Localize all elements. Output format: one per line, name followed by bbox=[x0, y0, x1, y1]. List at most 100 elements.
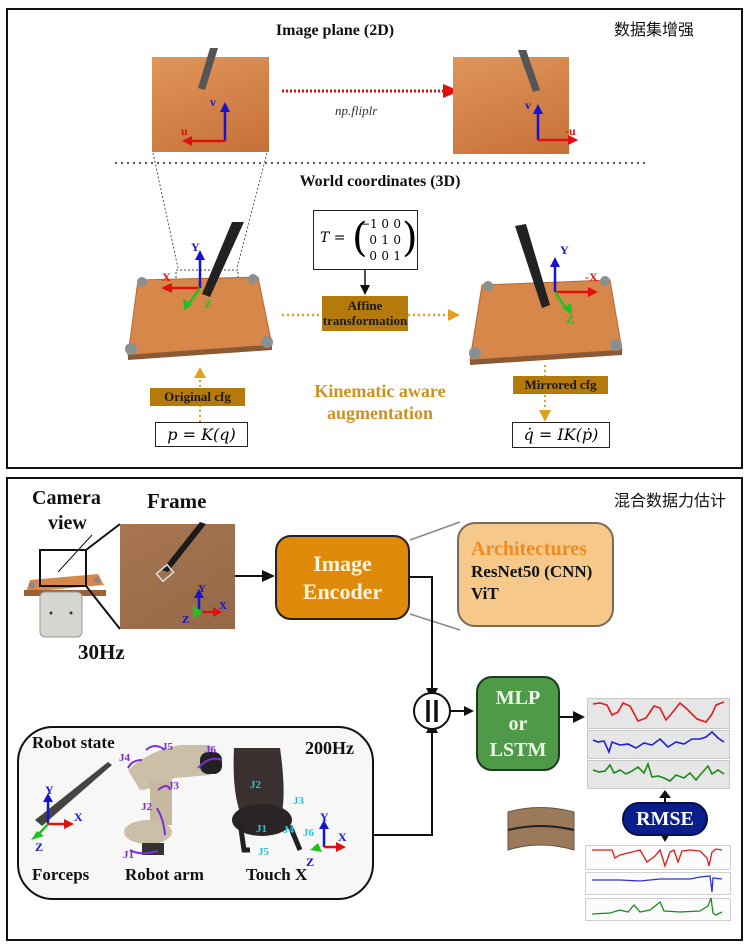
model-line2: or bbox=[508, 712, 528, 735]
predicted-x-trace bbox=[592, 701, 725, 723]
arm-joint-label: J1 bbox=[123, 849, 134, 861]
predicted-z-trace bbox=[592, 761, 725, 782]
matrix-cell: 0 bbox=[393, 217, 401, 231]
matrix-left-paren: ( bbox=[352, 215, 368, 261]
matrix-cell: −1 bbox=[360, 217, 378, 231]
architectures-box: Architectures ResNet50 (CNN) ViT bbox=[457, 522, 614, 627]
forceps-z-axis-label: Z bbox=[35, 840, 44, 854]
kinematic-aware-augmentation-label: Kinematic aware augmentation bbox=[300, 380, 460, 424]
touch-joint-label: J6 bbox=[303, 827, 314, 839]
affine-label-line1: Affine bbox=[347, 298, 383, 313]
matrix-cell: 0 bbox=[381, 249, 389, 263]
encoder-line1: Image bbox=[313, 550, 372, 576]
matrix-lhs: T = bbox=[320, 230, 346, 246]
touch-x-axis-label: X bbox=[338, 830, 347, 844]
u-axis-label: u bbox=[181, 124, 188, 138]
touch-x-device-icon bbox=[232, 748, 303, 853]
matrix-right-paren: ) bbox=[402, 215, 418, 261]
touch-x-label: Touch X bbox=[246, 865, 308, 884]
forward-kinematics-formula: p = K(q) bbox=[155, 422, 248, 447]
kinematic-line2: augmentation bbox=[326, 403, 433, 423]
architectures-title: Architectures bbox=[471, 538, 587, 560]
v-axis-label: v bbox=[525, 98, 531, 112]
robot-arm-icon bbox=[124, 745, 222, 855]
touch-y-axis-label: Y bbox=[320, 810, 329, 824]
predicted-y-trace bbox=[592, 730, 725, 755]
robot-state-rate: 200Hz bbox=[305, 738, 354, 758]
arm-joint-label: J3 bbox=[168, 780, 179, 792]
ground-truth-x-trace bbox=[592, 848, 723, 869]
ground-truth-z-trace bbox=[591, 897, 723, 916]
minus-u-axis-label: -u bbox=[565, 124, 576, 138]
frame-z-axis-label: Z bbox=[182, 614, 190, 626]
rmse-label: RMSE bbox=[622, 802, 708, 836]
z-axis-label: Z bbox=[204, 297, 213, 311]
y-axis-label: Y bbox=[560, 243, 569, 257]
camera-rate-label: 30Hz bbox=[78, 640, 125, 664]
fliplr-label: np.fliplr bbox=[335, 103, 378, 118]
frame-y-axis-label: Y bbox=[198, 583, 206, 595]
y-axis-label: Y bbox=[191, 240, 200, 254]
forceps-icon bbox=[35, 762, 112, 826]
forceps-label: Forceps bbox=[32, 865, 90, 884]
world-coordinates-title: World coordinates (3D) bbox=[299, 173, 461, 190]
camera-view-box bbox=[39, 549, 87, 587]
ground-truth-z-plot bbox=[585, 898, 731, 921]
matrix-cell: 1 bbox=[381, 233, 389, 247]
encoder-line2: Encoder bbox=[302, 578, 383, 604]
robot-arm-label: Robot arm bbox=[125, 865, 204, 884]
architecture-item: ResNet50 (CNN) bbox=[471, 562, 593, 581]
x-axis-label: X bbox=[162, 270, 171, 284]
affine-transformation-box: Affine transformation bbox=[322, 296, 408, 331]
touch-z-axis-label: Z bbox=[306, 855, 315, 869]
camera-board bbox=[26, 574, 104, 592]
touch-joint-label: J2 bbox=[250, 779, 261, 791]
z-axis-label: Z bbox=[566, 312, 575, 326]
original-image-photo bbox=[152, 57, 269, 152]
matrix-cell: 0 bbox=[381, 217, 389, 231]
matrix-cell: 1 bbox=[393, 249, 401, 263]
matrix-cell: 0 bbox=[369, 249, 377, 263]
inverse-kinematics-formula: q̇ = IK(ṗ) bbox=[512, 422, 610, 448]
augmentation-chinese-title: 数据集增强 bbox=[614, 20, 695, 39]
v-axis-label: v bbox=[210, 95, 216, 109]
model-line3: LSTM bbox=[489, 738, 547, 761]
frame-label: Frame bbox=[147, 489, 207, 513]
arm-joint-label: J2 bbox=[141, 801, 152, 813]
view-label: view bbox=[48, 512, 87, 534]
instrument-icon bbox=[198, 48, 218, 90]
frame-x-axis-label: X bbox=[219, 600, 227, 612]
architecture-item: ViT bbox=[471, 584, 499, 603]
robot-state-title: Robot state bbox=[32, 733, 115, 752]
touch-joint-label: J4 bbox=[283, 824, 294, 836]
camera-device-icon bbox=[39, 591, 83, 638]
kinematic-line1: Kinematic aware bbox=[314, 381, 446, 401]
matrix-cell: 0 bbox=[369, 233, 377, 247]
ground-truth-y-trace bbox=[592, 875, 723, 893]
predicted-force-z-plot bbox=[587, 760, 730, 789]
camera-label: Camera bbox=[32, 487, 101, 509]
matrix-cell: 0 bbox=[393, 233, 401, 247]
arm-joint-label: J6 bbox=[205, 744, 216, 756]
arm-joint-label: J4 bbox=[119, 752, 130, 764]
touch-joint-label: J1 bbox=[256, 823, 267, 835]
force-estimation-chinese-title: 混合数据力估计 bbox=[614, 491, 727, 510]
flipped-image-photo bbox=[453, 57, 569, 154]
forceps-y-axis-label: Y bbox=[45, 783, 54, 797]
minus-x-axis-label: -X bbox=[585, 270, 598, 284]
model-line1: MLP bbox=[495, 686, 541, 709]
touch-joint-label: J3 bbox=[293, 795, 304, 807]
original-cfg-label: Original cfg bbox=[150, 388, 245, 406]
